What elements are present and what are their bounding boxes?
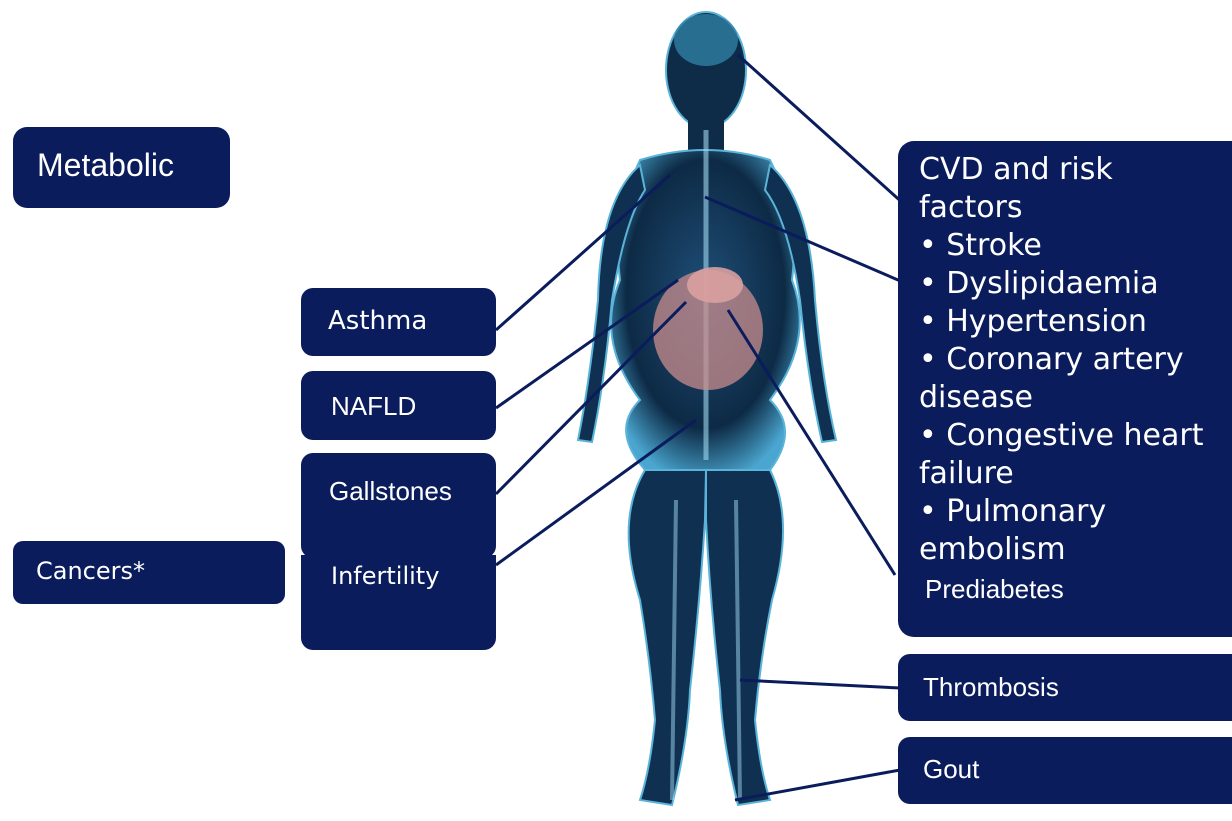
cancers-text: Cancers* [36, 557, 285, 585]
connector-thrombosis [740, 680, 900, 688]
connector-brain [738, 55, 905, 205]
gallstones-text: Gallstones [329, 473, 496, 509]
thrombosis-label: Thrombosis [898, 654, 1232, 721]
cvd-item-coronary-artery-disease: • Coronary artery disease [919, 341, 1232, 417]
nafld-label: NAFLD [301, 371, 496, 440]
connector-gallstones [496, 302, 686, 494]
metabolic-label: Metabolic [13, 127, 230, 208]
connector-chest [705, 197, 905, 283]
connector-nafld [496, 280, 678, 408]
cvd-risk-factors-panel: CVD and risk factors • Stroke • Dyslipid… [898, 141, 1232, 637]
connector-prediabetes [728, 310, 895, 575]
cvd-item-pulmonary-embolism: • Pulmonary embolism [919, 493, 1232, 569]
cancers-label: Cancers* [13, 541, 285, 604]
cvd-item-congestive-heart-failure: • Congestive heart failure [919, 417, 1232, 493]
connector-gout [735, 770, 900, 800]
thrombosis-text: Thrombosis [923, 672, 1232, 703]
infertility-label: Infertility [301, 555, 496, 650]
connector-asthma [496, 175, 670, 330]
asthma-label: Asthma [301, 288, 496, 356]
gallstones-label: Gallstones [301, 453, 496, 558]
cvd-item-dyslipidaemia: • Dyslipidaemia [919, 265, 1232, 303]
gout-text: Gout [923, 754, 1232, 785]
infertility-text: Infertility [331, 561, 496, 591]
nafld-text: NAFLD [331, 391, 496, 422]
cvd-item-stroke: • Stroke [919, 227, 1232, 265]
prediabetes-text: Prediabetes [919, 573, 1232, 605]
gout-label: Gout [898, 737, 1232, 804]
cvd-title: CVD and risk factors [919, 151, 1149, 227]
metabolic-text: Metabolic [37, 147, 230, 184]
connector-infertility [496, 420, 696, 565]
asthma-text: Asthma [328, 306, 496, 336]
cvd-item-hypertension: • Hypertension [919, 303, 1232, 341]
